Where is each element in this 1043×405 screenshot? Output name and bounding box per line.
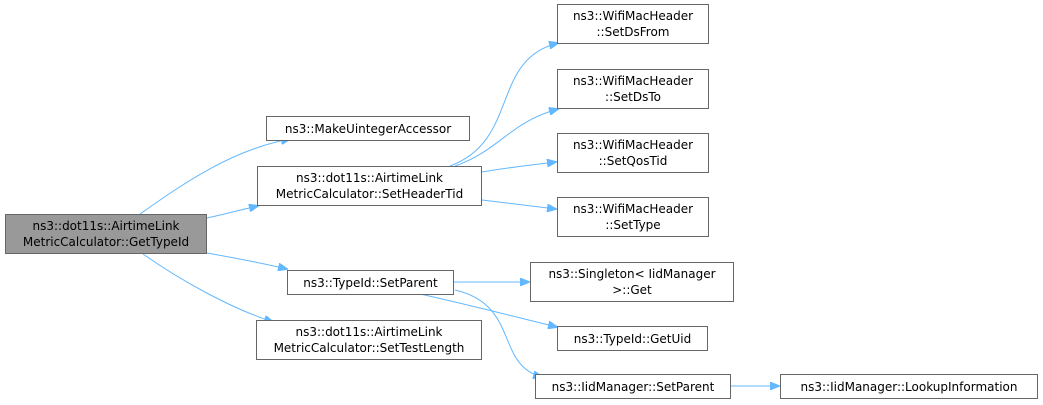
node-typeid-get-uid-line1: ns3::TypeId::GetUid (573, 331, 692, 346)
edge-setheadertid-setqostid (481, 162, 556, 173)
edge-gettypeid-setparent (206, 252, 287, 269)
node-get-type-id-line2: MetricCalculator::GetTypeId (22, 235, 190, 249)
node-set-header-tid[interactable]: ns3::dot11s::AirtimeLink MetricCalculato… (257, 166, 482, 206)
node-set-qos-tid-line2: ::SetQosTid (598, 154, 668, 168)
node-make-uinteger-accessor-line1: ns3::MakeUintegerAccessor (284, 121, 452, 136)
node-singleton-get-line1: ns3::Singleton< IidManager (548, 267, 716, 281)
node-set-ds-to-line1: ns3::WifiMacHeader (572, 74, 694, 88)
node-set-ds-from-line2: ::SetDsFrom (596, 25, 670, 39)
node-iid-lookup-information-line1: ns3::IidManager::LookupInformation (800, 379, 1018, 394)
edge-setparent-getuid (419, 293, 557, 327)
edge-setheadertid-setdsto (454, 109, 558, 167)
edge-setheadertid-setdsfrom (449, 43, 558, 167)
node-set-header-tid-line1: ns3::dot11s::AirtimeLink (295, 171, 443, 185)
node-get-type-id: ns3::dot11s::AirtimeLink MetricCalculato… (5, 214, 207, 254)
edge-gettypeid-settestlength (142, 253, 273, 322)
node-typeid-set-parent-line1: ns3::TypeId::SetParent (303, 275, 438, 290)
node-set-test-length[interactable]: ns3::dot11s::AirtimeLink MetricCalculato… (256, 320, 482, 360)
node-singleton-get[interactable]: ns3::Singleton< IidManager >::Get (530, 262, 734, 302)
node-set-ds-from-line1: ns3::WifiMacHeader (572, 9, 694, 23)
edge-gettypeid-setheadertid (206, 206, 258, 219)
node-iid-lookup-information[interactable]: ns3::IidManager::LookupInformation (780, 374, 1038, 399)
node-singleton-get-line2: >::Get (612, 283, 652, 297)
node-set-ds-from[interactable]: ns3::WifiMacHeader ::SetDsFrom (557, 4, 709, 44)
node-set-ds-to[interactable]: ns3::WifiMacHeader ::SetDsTo (557, 69, 709, 109)
node-set-test-length-line1: ns3::dot11s::AirtimeLink (295, 325, 443, 339)
node-set-type[interactable]: ns3::WifiMacHeader ::SetType (557, 197, 709, 237)
node-iid-set-parent[interactable]: ns3::IidManager::SetParent (535, 374, 731, 399)
node-set-type-line2: ::SetType (605, 218, 661, 232)
node-set-ds-to-line2: ::SetDsTo (605, 90, 661, 104)
node-set-test-length-line2: MetricCalculator::SetTestLength (273, 341, 465, 355)
edge-setparent-iidsetparent (454, 289, 542, 377)
node-set-type-line1: ns3::WifiMacHeader (572, 202, 694, 216)
node-typeid-set-parent[interactable]: ns3::TypeId::SetParent (287, 270, 454, 295)
node-set-header-tid-line2: MetricCalculator::SetHeaderTid (275, 187, 464, 201)
edge-setheadertid-settype (481, 199, 556, 209)
node-set-qos-tid[interactable]: ns3::WifiMacHeader ::SetQosTid (557, 133, 709, 173)
node-make-uinteger-accessor[interactable]: ns3::MakeUintegerAccessor (266, 116, 470, 141)
node-set-qos-tid-line1: ns3::WifiMacHeader (572, 138, 694, 152)
node-typeid-get-uid[interactable]: ns3::TypeId::GetUid (557, 326, 708, 351)
node-get-type-id-line1: ns3::dot11s::AirtimeLink (32, 219, 180, 233)
edge-gettypeid-makeuinteger (139, 139, 290, 215)
node-iid-set-parent-line1: ns3::IidManager::SetParent (551, 379, 715, 394)
